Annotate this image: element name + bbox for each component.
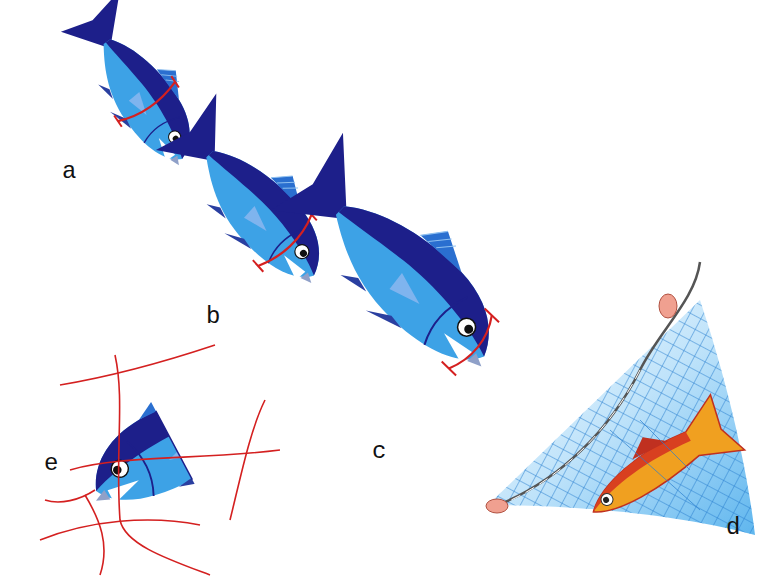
part-letter: e — [44, 452, 58, 476]
tangled-net — [40, 345, 280, 575]
part-letter: b — [206, 305, 220, 329]
part-letter: d — [726, 516, 740, 540]
fish-c — [265, 131, 533, 395]
part-letter: a — [62, 160, 76, 184]
gillnet-panel — [486, 262, 755, 535]
fish-e — [63, 322, 334, 534]
part-letter: c — [372, 440, 386, 464]
